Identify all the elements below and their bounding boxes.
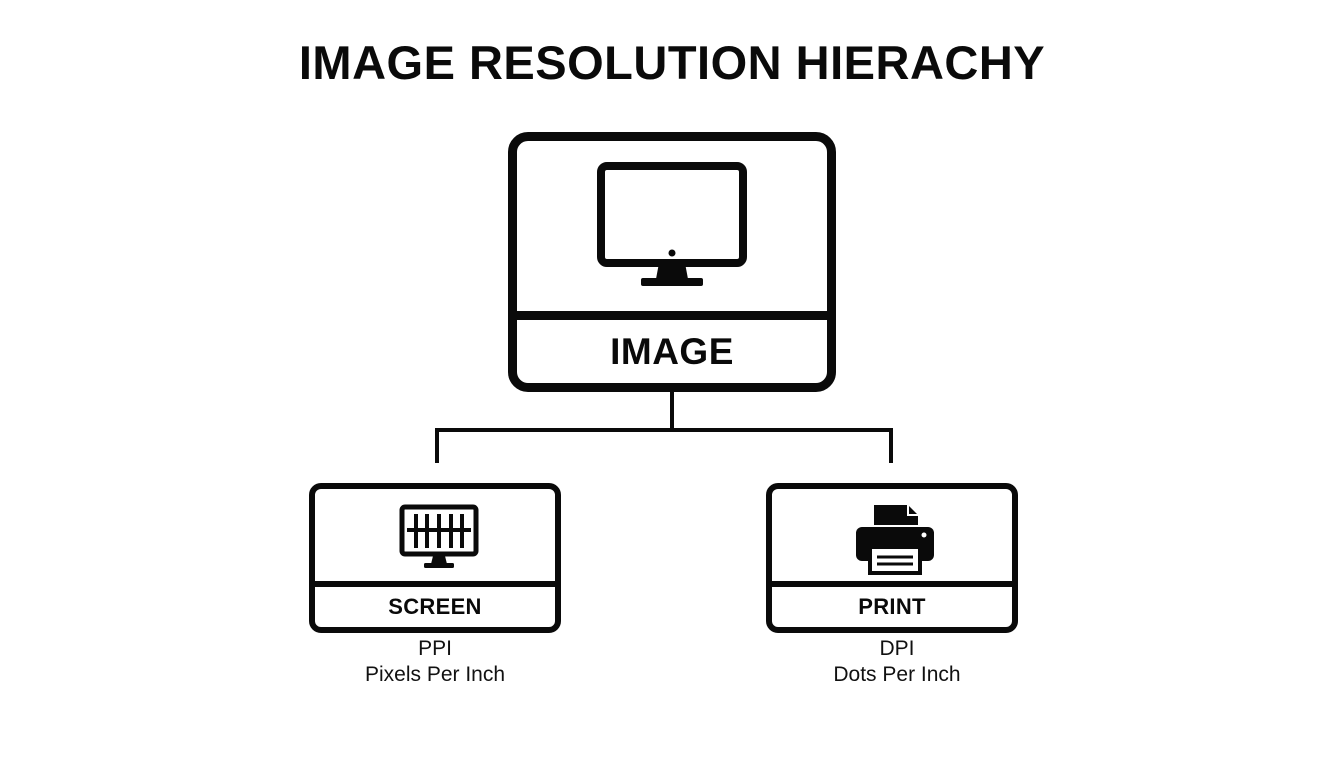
root-label: IMAGE (610, 330, 734, 372)
print-caption: DPI Dots Per Inch (767, 636, 1027, 688)
printer-icon (856, 505, 934, 575)
monitor-grid-icon (399, 504, 479, 568)
root-divider (517, 311, 827, 320)
child-node-screen: SCREEN (309, 483, 561, 633)
screen-label: SCREEN (388, 594, 482, 619)
print-divider (772, 581, 1012, 587)
print-label: PRINT (858, 594, 926, 619)
root-node-image: IMAGE (508, 132, 836, 392)
child-node-print: PRINT (766, 483, 1018, 633)
screen-icon-area (315, 489, 555, 581)
screen-abbreviation: PPI (418, 637, 452, 660)
print-abbreviation: DPI (879, 637, 915, 660)
diagram-title: IMAGE RESOLUTION HIERACHY (298, 36, 1046, 89)
screen-caption: PPI Pixels Per Inch (305, 636, 565, 688)
monitor-icon (597, 162, 747, 286)
screen-divider (315, 581, 555, 587)
print-icon-area (772, 489, 1012, 581)
print-full-name: Dots Per Inch (833, 663, 961, 686)
screen-full-name: Pixels Per Inch (364, 663, 506, 686)
root-icon-area (517, 141, 827, 311)
